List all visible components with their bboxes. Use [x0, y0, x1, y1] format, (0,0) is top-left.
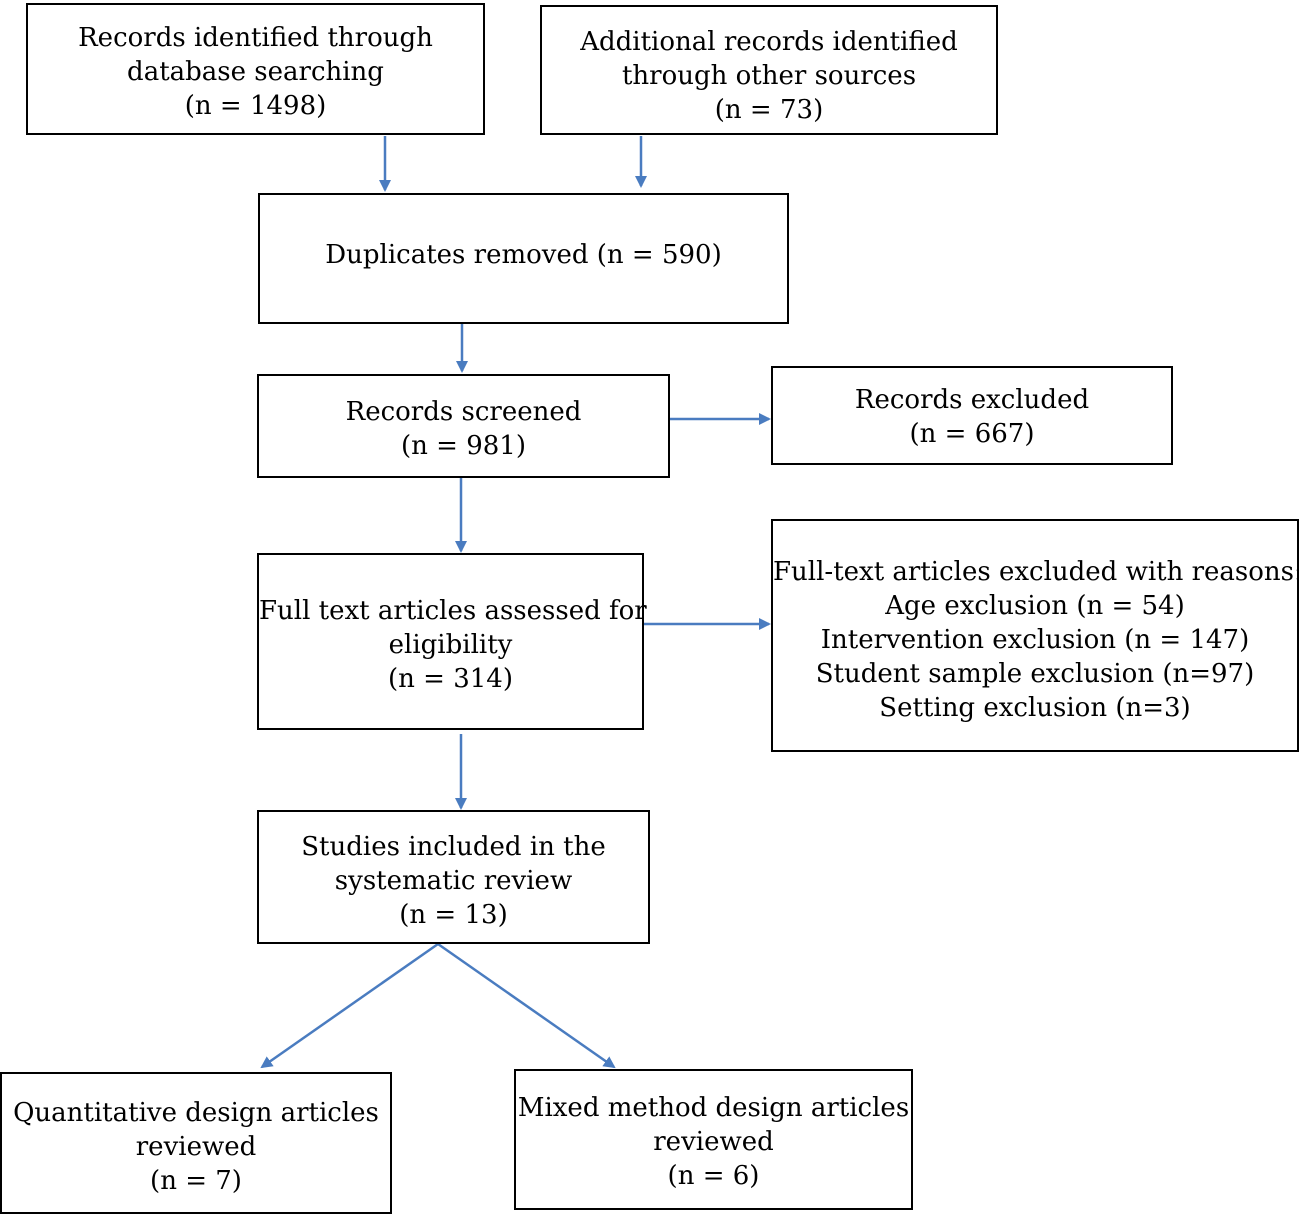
- box-count: (n = 314): [388, 664, 513, 694]
- box-text-line: Quantitative design articles: [13, 1098, 379, 1128]
- box-other-sources: Additional records identified through ot…: [540, 5, 998, 135]
- box-text-line: Records excluded: [854, 385, 1090, 415]
- box-count: (n = 981): [401, 431, 526, 461]
- box-text-line: Full-text articles excluded with reasons…: [773, 557, 1299, 587]
- box-text-line: Mixed method design articles: [517, 1093, 910, 1123]
- box-records-screened: Records screened (n = 981): [257, 374, 670, 478]
- box-fulltext-assessed: Full text articles assessed for eligibil…: [257, 553, 647, 730]
- box-records-excluded: Records excluded (n = 667): [771, 366, 1173, 465]
- box-text-line: Studies included in the: [301, 832, 606, 862]
- box-text-line: Records identified through: [78, 23, 433, 53]
- box-database-searching: Records identified through database sear…: [26, 3, 485, 135]
- box-count: (n = 73): [714, 95, 824, 125]
- box-text-line: reviewed: [135, 1132, 257, 1162]
- box-text-line: database searching: [127, 57, 384, 87]
- box-text-line: eligibility: [388, 630, 513, 660]
- box-text-line: through other sources: [621, 61, 917, 91]
- box-text-line: Additional records identified: [580, 27, 958, 57]
- box-quantitative-articles: Quantitative design articles reviewed (n…: [0, 1072, 392, 1214]
- box-text-line: Duplicates removed (n = 590): [325, 240, 722, 270]
- box-text-line: systematic review: [334, 866, 573, 896]
- arrow-included-to-mixed: [437, 942, 616, 1069]
- box-text-line: Records screened: [345, 397, 582, 427]
- box-count: (n = 667): [909, 419, 1035, 449]
- exclusion-reason: Age exclusion (n = 54): [885, 591, 1185, 621]
- box-count: (n = 1498): [184, 91, 327, 121]
- box-text-line: reviewed: [653, 1127, 774, 1157]
- box-studies-included: Studies included in the systematic revie…: [257, 810, 650, 944]
- box-duplicates-removed: Duplicates removed (n = 590): [258, 193, 789, 324]
- exclusion-reason: Intervention exclusion (n = 147): [820, 625, 1250, 655]
- exclusion-reason: Student sample exclusion (n=97): [815, 659, 1255, 689]
- box-count: (n = 7): [150, 1166, 242, 1196]
- box-text-line: Full text articles assessed for: [259, 596, 647, 626]
- arrow-included-to-quantitative: [260, 942, 439, 1069]
- box-fulltext-excluded: Full-text articles excluded with reasons…: [771, 519, 1299, 752]
- box-count: (n = 13): [399, 900, 508, 930]
- box-count: (n = 6): [667, 1161, 760, 1191]
- box-mixed-method-articles: Mixed method design articles reviewed (n…: [514, 1069, 913, 1210]
- exclusion-reason: Setting exclusion (n=3): [879, 693, 1191, 723]
